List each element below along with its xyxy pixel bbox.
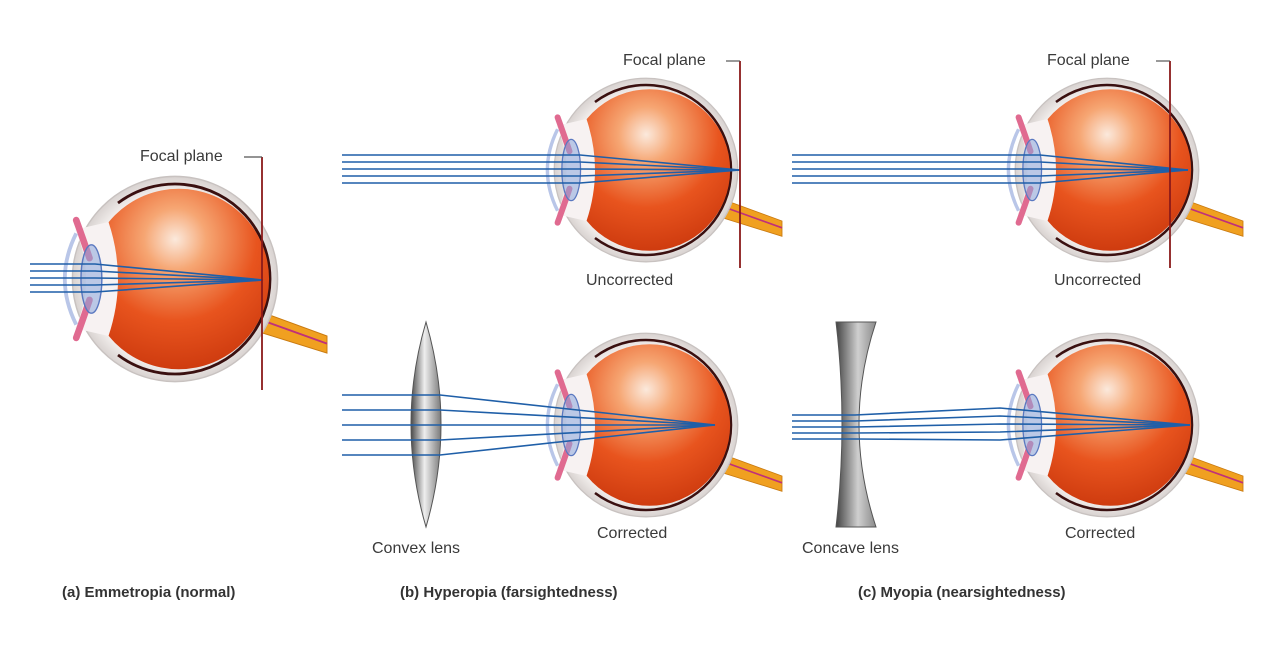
focal-plane-label-emmetropia: Focal plane [140, 148, 223, 165]
focal-plane-label-hyperopia: Focal plane [623, 52, 706, 69]
convex-lens-label: Convex lens [372, 540, 461, 557]
corrected-label-myopia: Corrected [1065, 525, 1136, 542]
light-rays-myopia-uncorrected [792, 154, 1189, 184]
focal-plane-label-myopia: Focal plane [1047, 52, 1130, 69]
concave-lens-label: Concave lens [802, 540, 899, 557]
light-rays-hyperopia-corrected [342, 394, 716, 456]
concave-lens [835, 321, 877, 528]
caption-emmetropia: (a) Emmetropia (normal) [62, 584, 236, 601]
caption-myopia: (c) Myopia (nearsightedness) [858, 584, 1066, 601]
focal-plane-line-emmetropia [244, 156, 263, 390]
uncorrected-label-hyperopia: Uncorrected [586, 272, 674, 289]
caption-hyperopia: (b) Hyperopia (farsightedness) [400, 584, 618, 601]
light-rays-myopia-corrected [792, 407, 1191, 441]
light-rays-hyperopia-uncorrected [342, 154, 741, 184]
uncorrected-label-myopia: Uncorrected [1054, 272, 1142, 289]
focal-plane-line-hyperopia [726, 60, 741, 268]
corrected-label-hyperopia: Corrected [597, 525, 668, 542]
light-rays-emmetropia [30, 263, 264, 293]
focal-plane-line-myopia [1156, 60, 1171, 268]
